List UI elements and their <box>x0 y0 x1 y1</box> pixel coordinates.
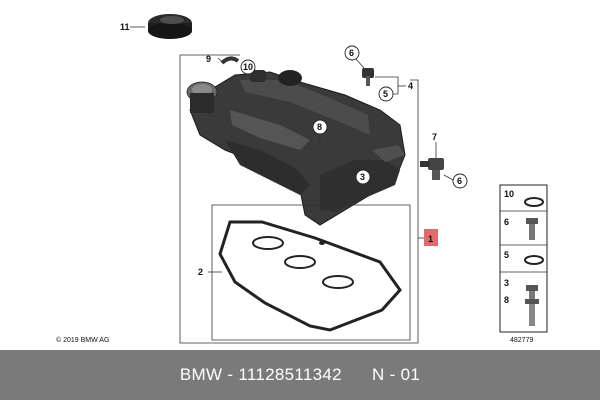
sensor-side <box>420 158 444 180</box>
callout-8: 8 <box>317 122 322 132</box>
cylinder-head-cover <box>186 70 406 226</box>
callout-6-side: 6 <box>457 176 462 186</box>
callout-3: 3 <box>360 172 365 182</box>
sensor-top <box>362 68 374 86</box>
footer-part-bar: BMW - 11128511342 N - 01 <box>0 350 600 400</box>
callout-6-top: 6 <box>349 48 354 58</box>
highlight-box <box>424 229 438 246</box>
parts-diagram: 11 9 10 8 3 6 5 4 <box>120 14 548 344</box>
assembly-frame <box>179 55 419 344</box>
gasket <box>218 220 402 332</box>
callout-1: 1 <box>428 234 433 244</box>
oil-filler-cap <box>148 14 192 39</box>
callout-2: 2 <box>198 267 203 277</box>
callout-9: 9 <box>206 54 211 64</box>
sidebox-label-10: 10 <box>504 189 514 199</box>
bolt-6 <box>526 218 538 240</box>
o-ring-5 <box>524 255 544 265</box>
callout-7: 7 <box>432 132 437 142</box>
callout-4: 4 <box>408 81 413 91</box>
callout-10: 10 <box>243 62 253 72</box>
footer-page-code: N - 01 <box>372 365 421 384</box>
gasket-frame <box>211 204 411 341</box>
sidebox-label-5: 5 <box>504 250 509 260</box>
sidebox-label-8: 8 <box>504 295 509 305</box>
small-parts-box <box>499 184 548 333</box>
footer-part-number: 11128511342 <box>238 365 342 384</box>
sidebox-label-6: 6 <box>504 217 509 227</box>
copyright-notice: © 2019 BMW AG <box>56 337 110 344</box>
sidebox-label-3: 3 <box>504 278 509 288</box>
callout-11: 11 <box>120 22 130 32</box>
o-ring-10 <box>524 197 544 207</box>
footer-brand: BMW <box>179 365 223 384</box>
bolt-3-8 <box>525 285 539 326</box>
footer-separator: - <box>227 365 234 384</box>
hose-clip <box>220 56 240 65</box>
callout-5: 5 <box>383 89 388 99</box>
diagram-reference-number: 482779 <box>510 337 534 344</box>
